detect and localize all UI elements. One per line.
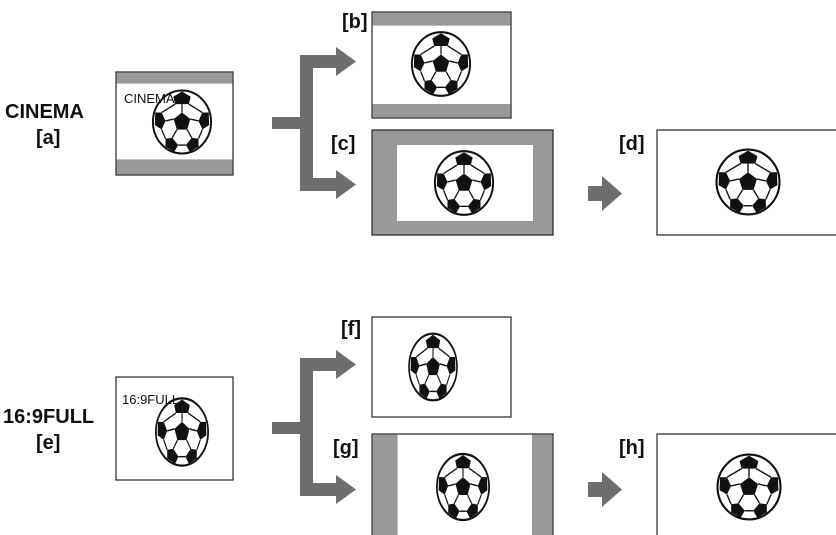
- screen-d: [656, 129, 836, 236]
- screen-c: [371, 129, 554, 236]
- screen-h: [656, 433, 836, 535]
- soccer-ball-icon: [154, 397, 210, 467]
- branch-arrow-bottom: [272, 350, 356, 504]
- tag-c: [c]: [331, 133, 356, 155]
- osd-169full-text: 16:9FULL: [122, 392, 179, 407]
- arrow-g-to-h: [588, 472, 622, 507]
- screen-a: CINEMA: [115, 71, 234, 176]
- screen-g: [371, 433, 554, 535]
- arrow-c-to-d: [588, 176, 622, 211]
- screen-b: [371, 11, 512, 119]
- tag-d: [d]: [619, 133, 645, 155]
- soccer-ball-icon: [433, 150, 495, 216]
- screen-f: [371, 316, 512, 418]
- mode-name-169full: 16:9FULL: [3, 406, 95, 428]
- tag-b: [b]: [342, 11, 368, 33]
- mode-name-cinema: CINEMA: [5, 101, 84, 123]
- screen-e: 16:9FULL: [115, 376, 234, 481]
- soccer-ball-icon: [716, 453, 782, 521]
- osd-cinema-text: CINEMA: [124, 91, 175, 106]
- tag-f: [f]: [341, 318, 361, 340]
- tag-a: [a]: [36, 127, 61, 149]
- branch-arrow-top: [272, 47, 356, 199]
- tag-h: [h]: [619, 437, 645, 459]
- tag-g: [g]: [333, 437, 359, 459]
- soccer-ball-icon: [715, 148, 781, 216]
- soccer-ball-icon: [435, 452, 491, 522]
- tag-e: [e]: [36, 432, 61, 454]
- soccer-ball-icon: [410, 31, 472, 97]
- soccer-ball-icon: [407, 332, 459, 402]
